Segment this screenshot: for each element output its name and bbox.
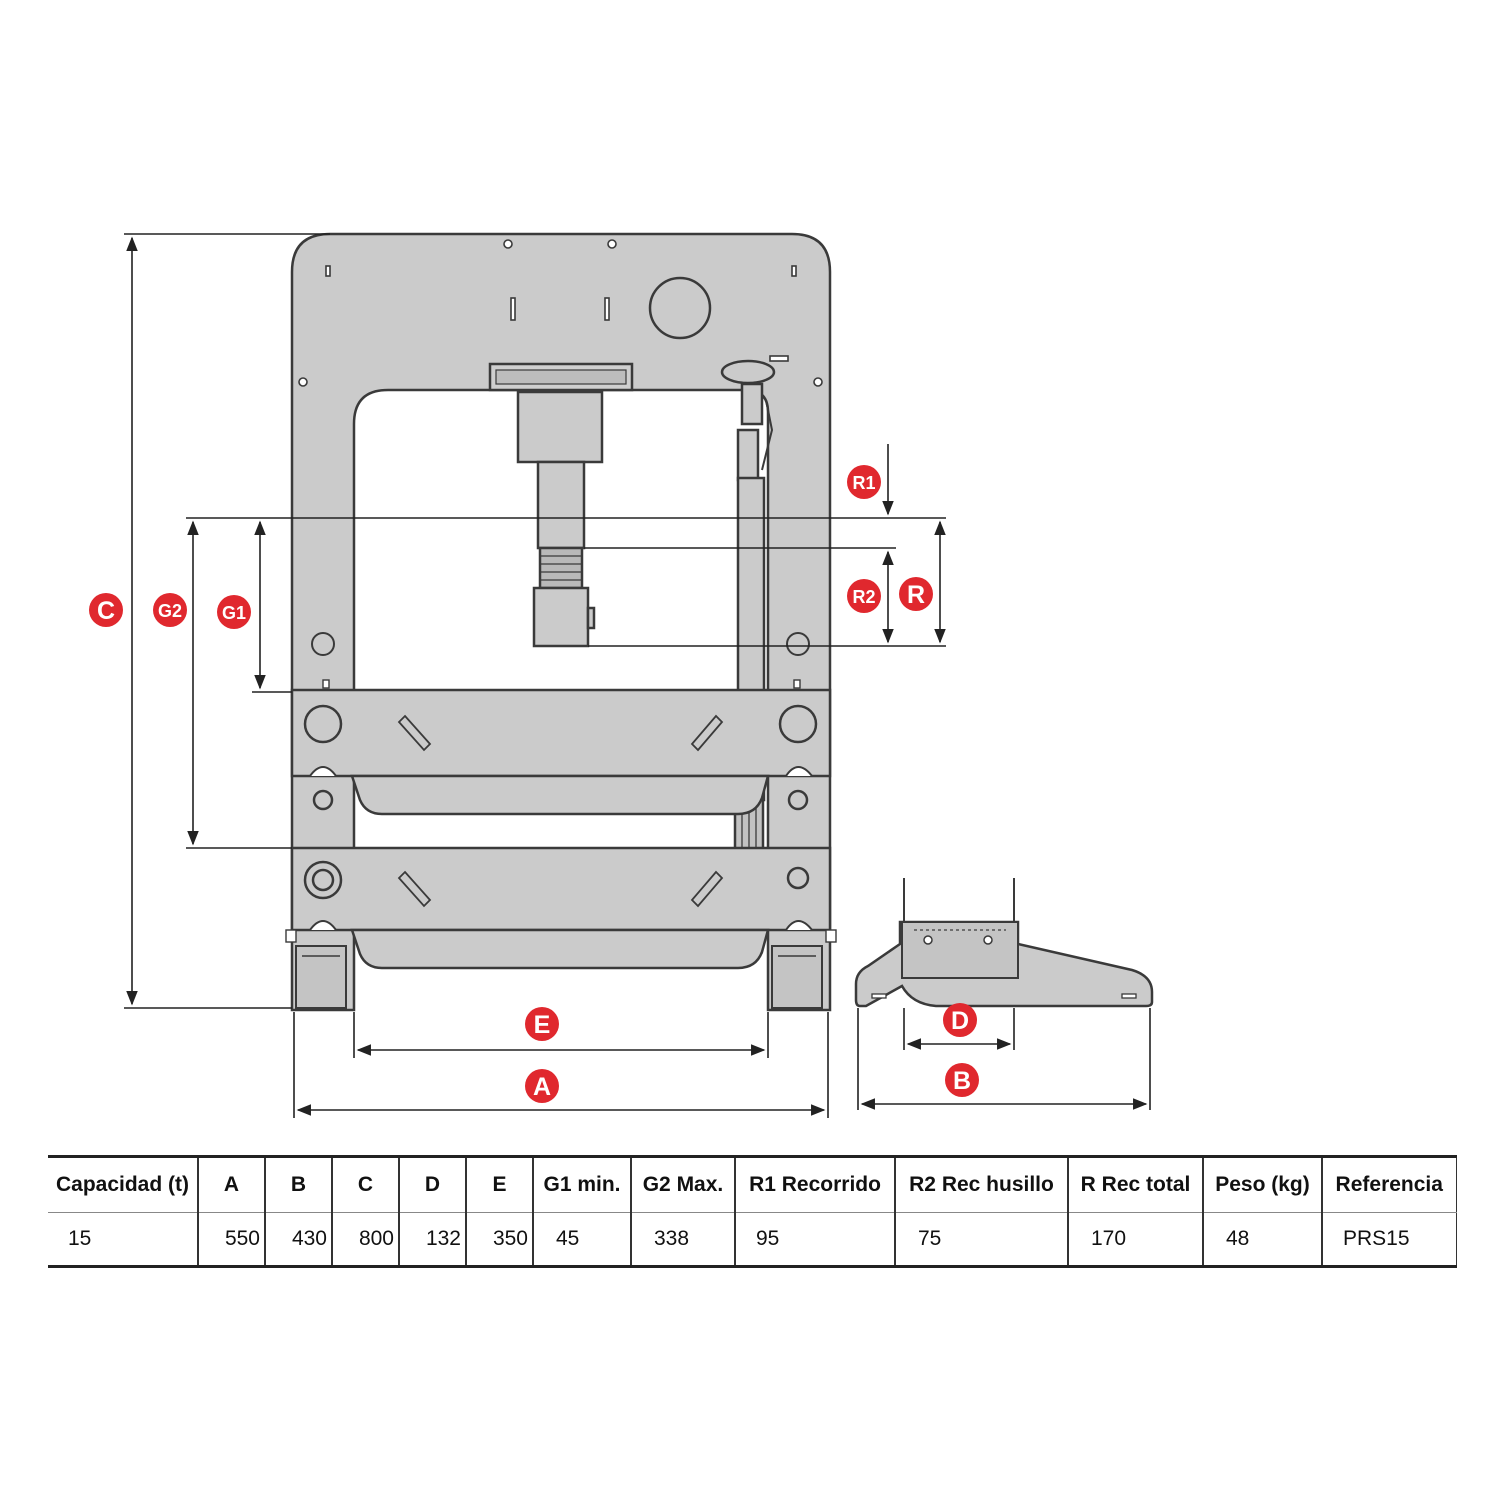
label-g2-badge: G2 xyxy=(153,593,187,627)
svg-text:R: R xyxy=(907,581,925,609)
svg-text:G2: G2 xyxy=(158,601,182,621)
svg-text:E: E xyxy=(534,1011,551,1039)
press-side-view xyxy=(854,878,1154,1008)
label-c-badge: C xyxy=(89,593,123,627)
press-dimension-drawing: C G2 G1 R1 R2 R E A xyxy=(89,232,1154,1118)
cell-e: 350 xyxy=(466,1212,534,1268)
svg-text:B: B xyxy=(953,1067,971,1095)
label-r-badge: R xyxy=(899,577,933,611)
pump-handle xyxy=(720,359,776,904)
hydraulic-cylinder xyxy=(488,362,634,648)
svg-text:C: C xyxy=(97,597,115,625)
svg-text:A: A xyxy=(533,1073,551,1101)
press-front-view xyxy=(285,232,837,1012)
header-r2: R2 Rec husillo xyxy=(895,1155,1069,1213)
dimension-labels: C G2 G1 R1 R2 R E A xyxy=(89,465,979,1103)
header-r1: R1 Recorrido xyxy=(735,1155,896,1213)
svg-text:G1: G1 xyxy=(222,603,246,623)
cell-r: 170 xyxy=(1068,1212,1204,1268)
cell-capacidad: 15 xyxy=(48,1212,199,1268)
svg-text:R2: R2 xyxy=(852,587,875,607)
header-r: R Rec total xyxy=(1068,1155,1204,1213)
cell-peso: 48 xyxy=(1203,1212,1323,1268)
frame-holes xyxy=(298,239,823,387)
gauge-icon xyxy=(648,276,712,340)
header-peso: Peso (kg) xyxy=(1203,1155,1323,1213)
svg-text:R1: R1 xyxy=(852,473,875,493)
cell-r1: 95 xyxy=(735,1212,896,1268)
press-feet xyxy=(295,945,823,1009)
column-holes xyxy=(311,632,810,689)
cell-b: 430 xyxy=(265,1212,333,1268)
upper-work-table xyxy=(290,688,832,816)
label-r2-badge: R2 xyxy=(847,579,881,613)
cell-g2: 338 xyxy=(631,1212,736,1268)
header-g2: G2 Max. xyxy=(631,1155,736,1213)
cell-a: 550 xyxy=(198,1212,266,1268)
cell-g1: 45 xyxy=(533,1212,632,1268)
header-e: E xyxy=(466,1155,534,1213)
cell-r2: 75 xyxy=(895,1212,1069,1268)
label-r1-badge: R1 xyxy=(847,465,881,499)
header-referencia: Referencia xyxy=(1322,1155,1457,1213)
label-e-badge: E xyxy=(525,1007,559,1041)
header-g1: G1 min. xyxy=(533,1155,632,1213)
cell-d: 132 xyxy=(399,1212,467,1268)
table-row: 15 550 430 800 132 350 45 338 95 75 170 … xyxy=(48,1212,1457,1268)
dimension-lines xyxy=(124,233,1151,1118)
cell-c: 800 xyxy=(332,1212,400,1268)
table-header-row: Capacidad (t) A B C D E G1 min. G2 Max. … xyxy=(48,1155,1457,1213)
header-c: C xyxy=(332,1155,400,1213)
label-g1-badge: G1 xyxy=(217,595,251,629)
header-a: A xyxy=(198,1155,266,1213)
header-d: D xyxy=(399,1155,467,1213)
header-capacidad: Capacidad (t) xyxy=(48,1155,199,1213)
label-a-badge: A xyxy=(525,1069,559,1103)
header-b: B xyxy=(265,1155,333,1213)
label-d-badge: D xyxy=(943,1003,977,1037)
specifications-table: Capacidad (t) A B C D E G1 min. G2 Max. … xyxy=(48,1155,1457,1268)
lower-work-table xyxy=(285,846,837,970)
label-b-badge: B xyxy=(945,1063,979,1097)
cell-referencia: PRS15 xyxy=(1322,1212,1457,1268)
svg-text:D: D xyxy=(951,1007,969,1035)
